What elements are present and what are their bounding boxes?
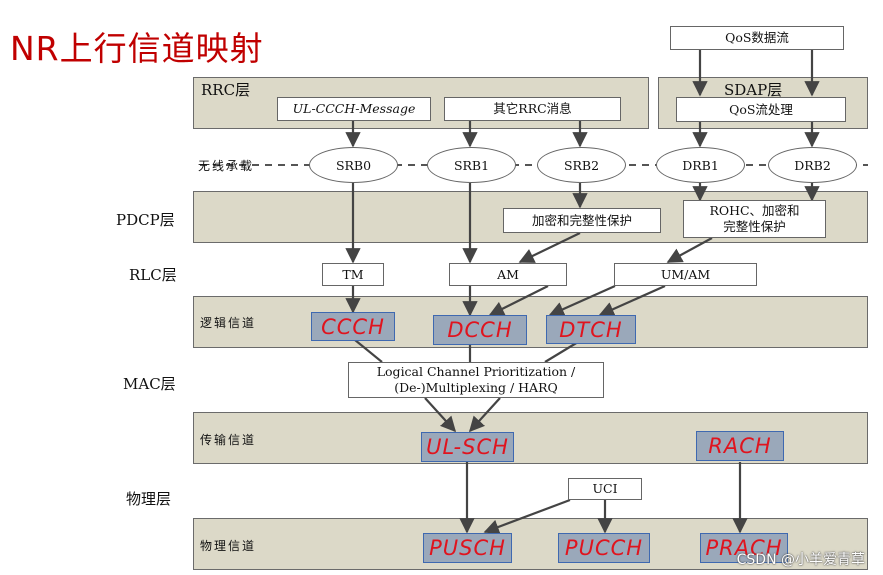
sdap-layer-label: SDAP层 (724, 81, 783, 99)
diagram-title: NR上行信道映射 (10, 29, 264, 68)
srb2-bearer: SRB2 (537, 147, 626, 183)
watermark-text: CSDN @小羊爱青草 (736, 552, 865, 568)
ccch-channel: CCCH (311, 312, 395, 341)
mac-functions-box: Logical Channel Prioritization / (De-)Mu… (348, 362, 604, 398)
rlc-layer-label: RLC层 (129, 266, 177, 284)
logical-channel-band (193, 296, 868, 348)
rlc-am-box: AM (449, 263, 567, 286)
mac-layer-label: MAC层 (123, 375, 176, 393)
pdcp-layer-label: PDCP层 (116, 211, 175, 229)
drb2-bearer: DRB2 (768, 147, 857, 183)
dcch-handwritten-label: DCCH (447, 318, 513, 342)
physical-channel-label: 物理信道 (200, 539, 257, 553)
logical-channel-label: 逻辑信道 (200, 316, 257, 330)
uci-box: UCI (568, 478, 642, 500)
prach-channel: PRACH (700, 533, 788, 563)
dcch-channel: DCCH (433, 315, 527, 345)
ul-sch-handwritten-label: UL-SCH (426, 435, 509, 459)
rlc-um-am-box: UM/AM (614, 263, 757, 286)
physical-layer-label: 物理层 (126, 490, 172, 508)
dtch-channel: DTCH (546, 315, 636, 344)
srb1-bearer: SRB1 (427, 147, 516, 183)
srb0-bearer: SRB0 (309, 147, 398, 183)
pusch-handwritten-label: PUSCH (429, 536, 506, 560)
rach-handwritten-label: RACH (708, 434, 772, 458)
rrc-layer-label: RRC层 (201, 81, 251, 99)
pucch-channel: PUCCH (558, 533, 650, 563)
qos-flow-processing-box: QoS流处理 (676, 97, 846, 122)
prach-handwritten-label: PRACH (705, 536, 783, 560)
pusch-channel: PUSCH (423, 533, 512, 563)
rach-channel: RACH (696, 431, 784, 461)
dtch-handwritten-label: DTCH (559, 317, 623, 342)
ccch-handwritten-label: CCCH (321, 314, 385, 339)
drb-rohc-ciphering-integrity-box: ROHC、加密和 完整性保护 (683, 200, 826, 238)
qos-flow-box: QoS数据流 (670, 26, 844, 50)
transport-channel-label: 传输信道 (200, 433, 257, 447)
radio-bearer-label: 无线承载 (198, 159, 255, 173)
drb1-bearer: DRB1 (656, 147, 745, 183)
rlc-tm-box: TM (322, 263, 384, 286)
pucch-handwritten-label: PUCCH (564, 536, 644, 560)
ul-ccch-message-box: UL-CCCH-Message (277, 97, 431, 121)
ul-sch-channel: UL-SCH (421, 432, 514, 462)
srb-ciphering-integrity-box: 加密和完整性保护 (503, 208, 661, 233)
other-rrc-message-box: 其它RRC消息 (444, 97, 621, 121)
